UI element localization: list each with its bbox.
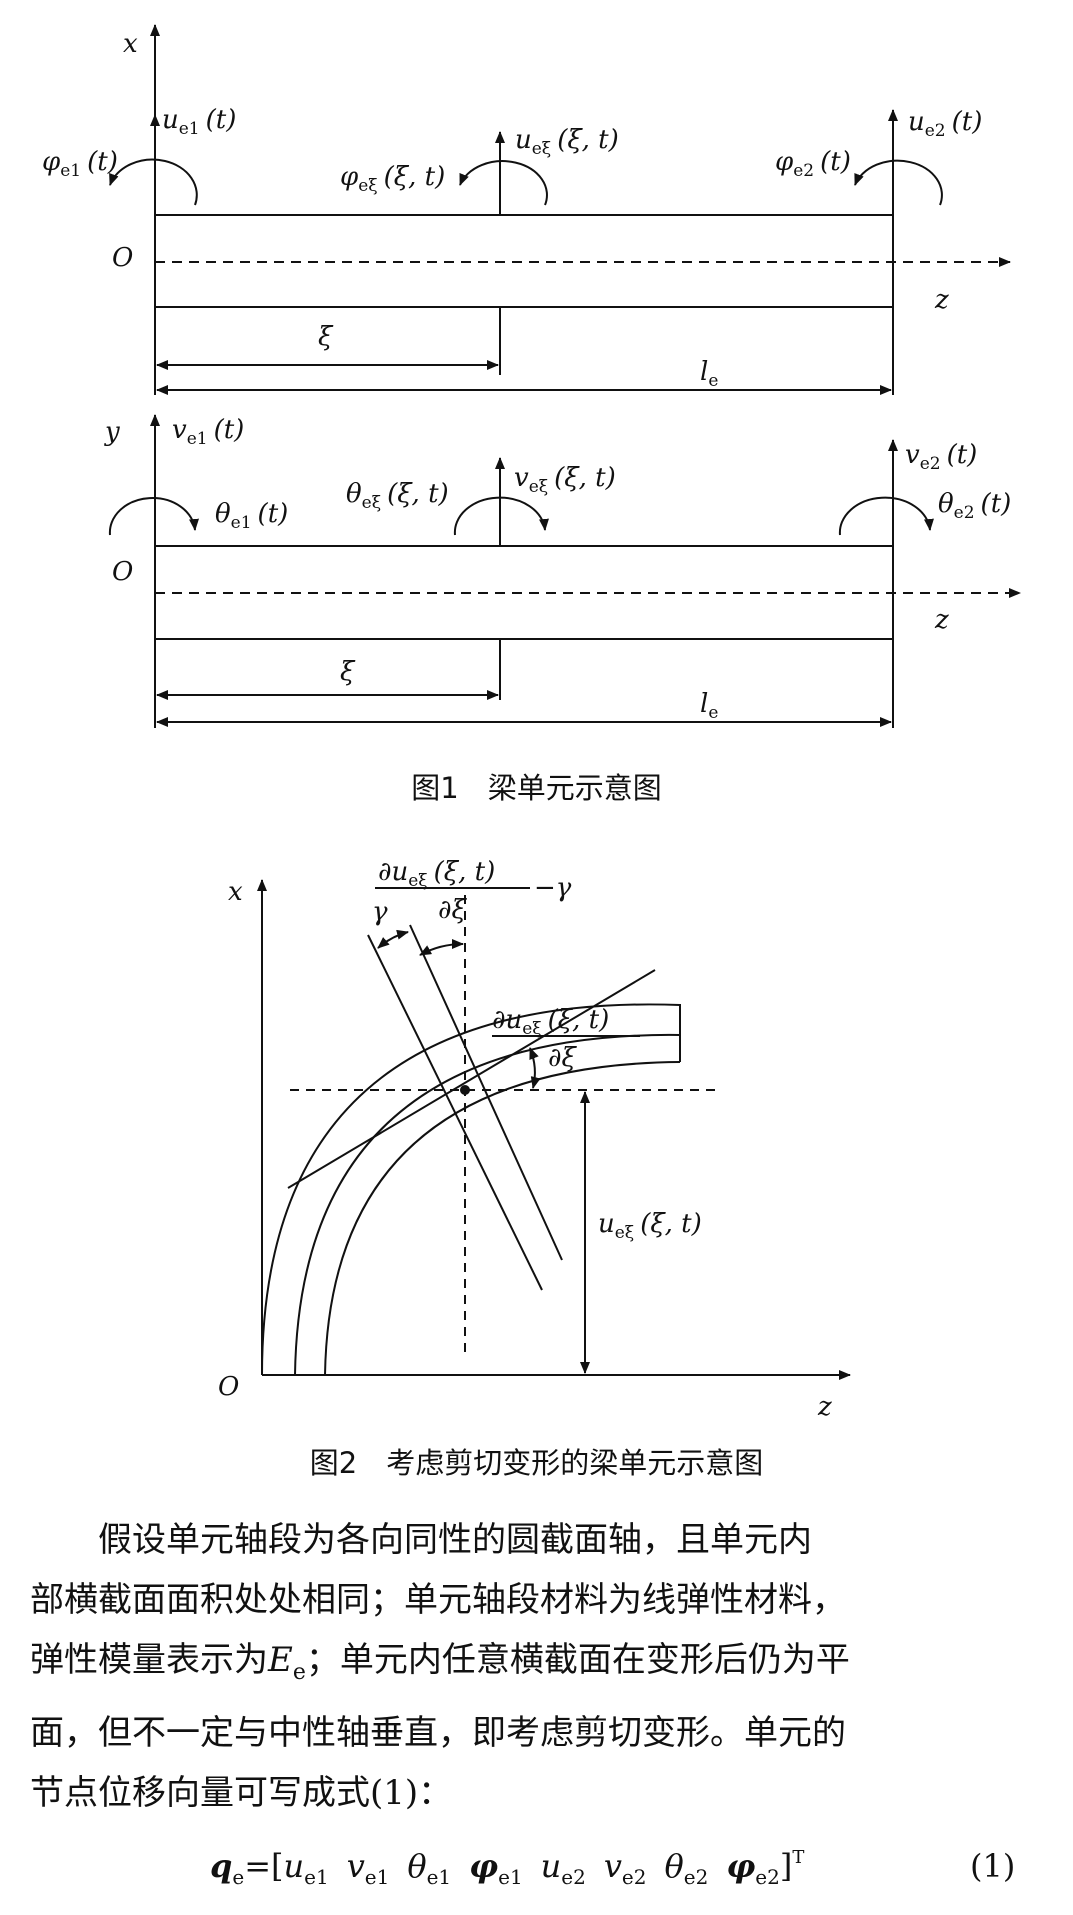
figure-1-caption: 图1 梁单元示意图: [411, 771, 662, 805]
rotation-arc-node2: [838, 496, 934, 536]
origin-label: O: [112, 557, 133, 587]
y-axis-label: y: [104, 417, 120, 447]
rotation-arc-node1: [109, 158, 198, 206]
paragraph-line-4: 面，但不一定与中性轴垂直，即考虑剪切变形。单元的: [30, 1712, 846, 1753]
top-fraction-numerator: ∂ueξ(ξ, t): [378, 857, 495, 891]
label-theta-e1: θe1(t): [215, 499, 288, 533]
paragraph-line-2: 部横截面面积处处相同；单元轴段材料为线弹性材料，: [30, 1580, 846, 1620]
z-axis-label: z: [817, 1392, 832, 1422]
panel-bottom-labels: y O z ve1(t) θe1(t) θeξ(ξ, t) veξ(ξ, t) …: [104, 415, 1011, 723]
slope-angle-arc: [419, 939, 464, 956]
xi-label: ξ: [340, 657, 356, 687]
tangent-line: [287, 969, 656, 1189]
section-line-normal: [409, 924, 563, 1261]
equation-number: (1): [970, 1847, 1015, 1885]
z-axis-label: z: [934, 605, 949, 635]
z-axis-label: z: [934, 285, 949, 315]
label-theta-e2: θe2(t): [938, 489, 1011, 523]
length-label: le: [700, 357, 718, 391]
length-label: le: [700, 689, 718, 723]
gamma-label: γ: [372, 897, 388, 927]
rotation-arc-mid: [453, 496, 549, 536]
label-u-e1: ue1(t): [162, 105, 236, 139]
origin-label: O: [112, 243, 133, 273]
x-axis-label: x: [123, 29, 138, 59]
label-u-e2: ue2(t): [908, 107, 982, 141]
section-line-gamma: [367, 934, 543, 1291]
figure-1: x O z ue1(t) φe1(t) ueξ(ξ, t) φeξ(ξ, t) …: [42, 24, 1021, 728]
label-v-exi: veξ(ξ, t): [514, 463, 616, 497]
label-u-exi: ueξ(ξ, t): [515, 125, 619, 159]
label-phi-e1: φe1(t): [42, 147, 118, 181]
panel-top-labels: x O z ue1(t) φe1(t) ueξ(ξ, t) φeξ(ξ, t) …: [42, 29, 982, 391]
section-point: [460, 1085, 470, 1095]
paragraph-line-1: 假设单元轴段为各向同性的圆截面轴，且单元内: [98, 1520, 812, 1560]
top-fraction-denominator: ∂ξ: [438, 895, 467, 925]
tangent-angle-arc: [529, 1047, 541, 1089]
label-v-e1: ve1(t): [172, 415, 244, 449]
gamma-arc: [377, 929, 409, 949]
xi-label: ξ: [318, 322, 334, 352]
body-paragraph: 假设单元轴段为各向同性的圆截面轴，且单元内 部横截面面积处处相同；单元轴段材料为…: [30, 1510, 1040, 1823]
paragraph-line-3: 弹性模量表示为Ee；单元内任意横截面在变形后仍为平: [30, 1640, 850, 1685]
label-theta-exi: θeξ(ξ, t): [346, 479, 449, 513]
label-v-e2: ve2(t): [905, 440, 977, 474]
rotation-arc-node2: [854, 159, 943, 206]
panel-bottom: [108, 414, 1021, 728]
beam-center-curve: [294, 1033, 681, 1376]
origin-label: O: [218, 1372, 239, 1402]
figure-2: x z O γ ∂ueξ(ξ, t) ∂ξ −γ ∂ueξ(ξ, t) ∂ξ u…: [218, 857, 851, 1422]
rotation-arc-mid: [459, 160, 548, 206]
label-phi-e2: φe2(t): [775, 147, 851, 181]
figure-2-labels: x z O γ ∂ueξ(ξ, t) ∂ξ −γ ∂ueξ(ξ, t) ∂ξ u…: [218, 857, 832, 1422]
mid-fraction-numerator: ∂ueξ(ξ, t): [492, 1005, 609, 1039]
x-axis-label: x: [228, 877, 243, 907]
label-phi-exi: φeξ(ξ, t): [340, 162, 445, 196]
panel-top: [109, 24, 1011, 395]
label-u-exi: ueξ(ξ, t): [598, 1209, 702, 1243]
rotation-arc-node1: [108, 497, 199, 536]
top-fraction-minus-gamma: −γ: [534, 873, 572, 903]
mid-fraction-denominator: ∂ξ: [548, 1043, 577, 1073]
beam-inner-curve: [324, 1061, 681, 1376]
paragraph-line-5: 节点位移向量可写成式(1)：: [30, 1772, 453, 1813]
figure-2-caption: 图2 考虑剪切变形的梁单元示意图: [309, 1446, 764, 1480]
